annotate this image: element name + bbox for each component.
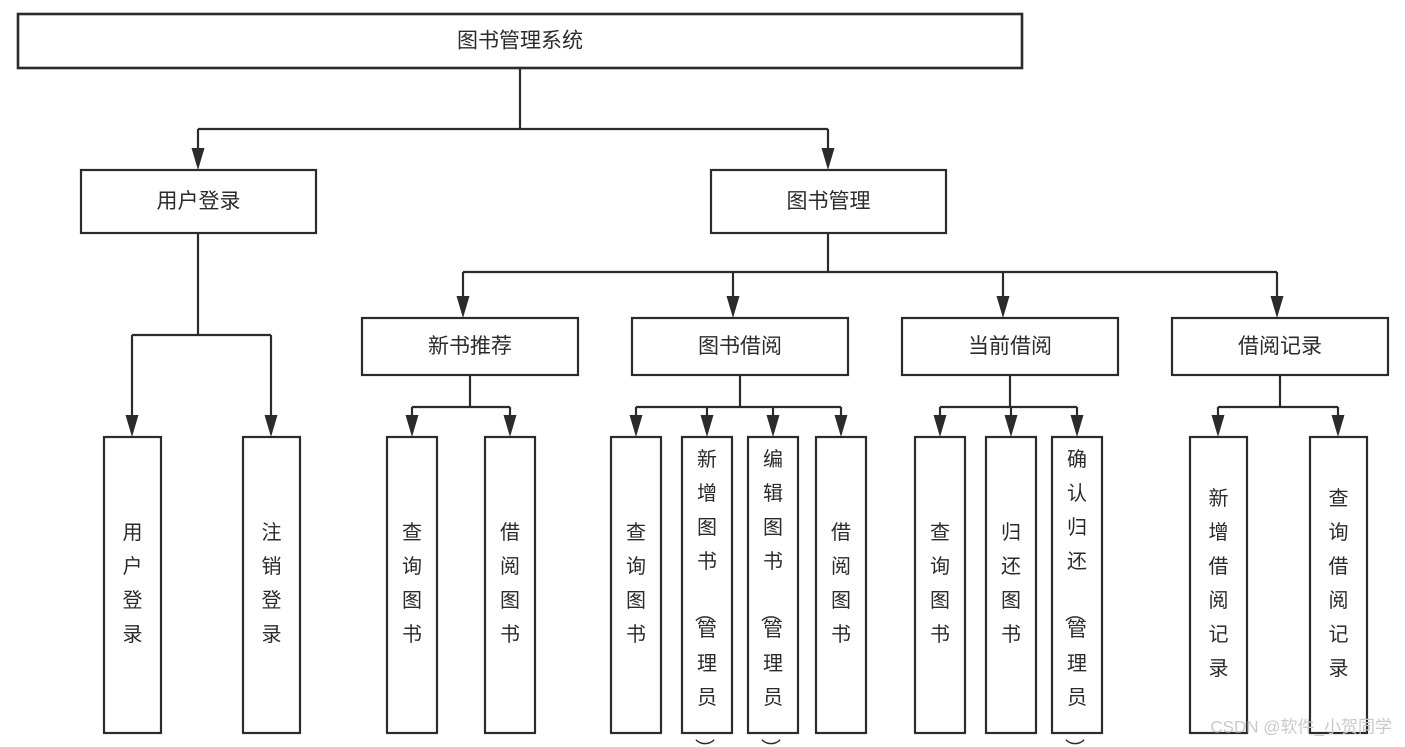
node-box-current-borrow[interactable] [900, 316, 1120, 377]
connector-group-new-book-recommend-children [405, 375, 517, 437]
arrow-head-icon [1270, 296, 1284, 318]
node-label-leaf-query-book-current: 查询图书 [930, 521, 950, 646]
node-box-leaf-borrow-book[interactable] [814, 435, 868, 735]
node-borrow-record[interactable]: 借阅记录 [1170, 316, 1390, 377]
node-leaf-edit-book[interactable]: 编辑图书（管理员） [746, 435, 800, 747]
node-label-leaf-query-book-borrow: 查询图书 [626, 521, 646, 646]
node-label-leaf-borrow-book: 借阅图书 [831, 521, 851, 646]
node-label-leaf-query-book-recommend: 查询图书 [402, 521, 422, 646]
arrow-head-icon [766, 415, 780, 437]
node-leaf-add-borrow-record[interactable]: 新增借阅记录 [1188, 435, 1249, 735]
connector-group-book-borrow-children [629, 375, 848, 437]
node-label-leaf-query-borrow-record: 查询借阅记录 [1329, 487, 1349, 680]
connector-group-book-manage-children [456, 233, 1284, 318]
arrow-head-icon [726, 296, 740, 318]
arrow-head-icon [125, 415, 139, 437]
node-label-current-borrow: 当前借阅 [968, 335, 1052, 358]
node-label-leaf-add-borrow-record: 新增借阅记录 [1209, 487, 1229, 680]
arrow-head-icon [629, 415, 643, 437]
arrow-head-icon [933, 415, 947, 437]
arrow-head-icon [1070, 415, 1084, 437]
arrow-head-icon [700, 415, 714, 437]
connector-group-borrow-record-children [1211, 375, 1345, 437]
node-label-leaf-edit-book: 编辑图书（管理员） [758, 448, 783, 747]
node-box-leaf-query-book-current[interactable] [913, 435, 967, 735]
node-box-leaf-confirm-return[interactable] [1050, 435, 1104, 735]
node-leaf-confirm-return[interactable]: 确认归还（管理员） [1050, 435, 1104, 747]
arrow-head-icon [264, 415, 278, 437]
node-label-leaf-user-login: 用户登录 [123, 522, 143, 646]
arrow-head-icon [1331, 415, 1345, 437]
node-root[interactable]: 图书管理系统 [16, 12, 1024, 70]
node-user-login[interactable]: 用户登录 [79, 168, 318, 235]
node-leaf-query-book-borrow[interactable]: 查询图书 [609, 435, 663, 735]
node-current-borrow[interactable]: 当前借阅 [900, 316, 1120, 377]
arrow-head-icon [1004, 415, 1018, 437]
node-label-leaf-add-book: 新增图书（管理员） [692, 448, 717, 747]
arrow-head-icon [503, 415, 517, 437]
node-leaf-add-book[interactable]: 新增图书（管理员） [680, 435, 734, 747]
node-label-leaf-borrow-book-recommend: 借阅图书 [500, 521, 520, 646]
node-label-leaf-user-logout: 注销登录 [262, 521, 282, 646]
arrow-head-icon [821, 148, 835, 170]
node-label-book-manage: 图书管理 [787, 190, 871, 213]
node-book-manage[interactable]: 图书管理 [709, 168, 948, 235]
node-label-borrow-record: 借阅记录 [1238, 335, 1322, 358]
node-box-borrow-record[interactable] [1170, 316, 1390, 377]
connector-group-user-login-children [125, 233, 278, 437]
node-layer: 图书管理系统用户登录图书管理新书推荐图书借阅当前借阅借阅记录用户登录注销登录查询… [16, 12, 1390, 747]
node-leaf-return-book[interactable]: 归还图书 [984, 435, 1038, 735]
node-box-root[interactable] [16, 12, 1024, 70]
node-box-leaf-query-borrow-record[interactable] [1308, 435, 1369, 735]
node-leaf-user-logout[interactable]: 注销登录 [241, 435, 302, 735]
node-book-borrow[interactable]: 图书借阅 [630, 316, 850, 377]
watermark-label: CSDN @软件_小贺同学 [1210, 717, 1392, 736]
connector-group-current-borrow-children [933, 375, 1084, 437]
node-box-leaf-user-login[interactable] [102, 435, 163, 735]
node-box-leaf-return-book[interactable] [984, 435, 1038, 735]
node-leaf-query-borrow-record[interactable]: 查询借阅记录 [1308, 435, 1369, 735]
node-label-new-book-recommend: 新书推荐 [428, 335, 512, 358]
node-box-leaf-user-logout[interactable] [241, 435, 302, 735]
arrow-head-icon [405, 415, 419, 437]
node-leaf-user-login[interactable]: 用户登录 [102, 435, 163, 735]
node-label-root: 图书管理系统 [457, 30, 583, 53]
node-label-leaf-confirm-return: 确认归还（管理员） [1062, 448, 1087, 747]
node-box-user-login[interactable] [79, 168, 318, 235]
node-box-leaf-query-book-borrow[interactable] [609, 435, 663, 735]
node-box-leaf-edit-book[interactable] [746, 435, 800, 735]
node-label-book-borrow: 图书借阅 [698, 335, 782, 358]
node-leaf-borrow-book-recommend[interactable]: 借阅图书 [483, 435, 537, 735]
node-leaf-borrow-book[interactable]: 借阅图书 [814, 435, 868, 735]
arrow-head-icon [834, 415, 848, 437]
node-box-book-manage[interactable] [709, 168, 948, 235]
node-box-leaf-query-book-recommend[interactable] [385, 435, 439, 735]
node-box-new-book-recommend[interactable] [360, 316, 580, 377]
node-new-book-recommend[interactable]: 新书推荐 [360, 316, 580, 377]
node-box-book-borrow[interactable] [630, 316, 850, 377]
node-label-leaf-return-book: 归还图书 [1001, 521, 1021, 646]
node-label-user-login: 用户登录 [157, 190, 241, 213]
arrow-head-icon [191, 148, 205, 170]
arrow-head-icon [996, 296, 1010, 318]
connector-layer [125, 68, 1345, 437]
arrow-head-icon [456, 296, 470, 318]
node-box-leaf-borrow-book-recommend[interactable] [483, 435, 537, 735]
connector-group-root-children [191, 68, 835, 170]
node-leaf-query-book-current[interactable]: 查询图书 [913, 435, 967, 735]
node-leaf-query-book-recommend[interactable]: 查询图书 [385, 435, 439, 735]
node-box-leaf-add-borrow-record[interactable] [1188, 435, 1249, 735]
arrow-head-icon [1211, 415, 1225, 437]
node-box-leaf-add-book[interactable] [680, 435, 734, 735]
